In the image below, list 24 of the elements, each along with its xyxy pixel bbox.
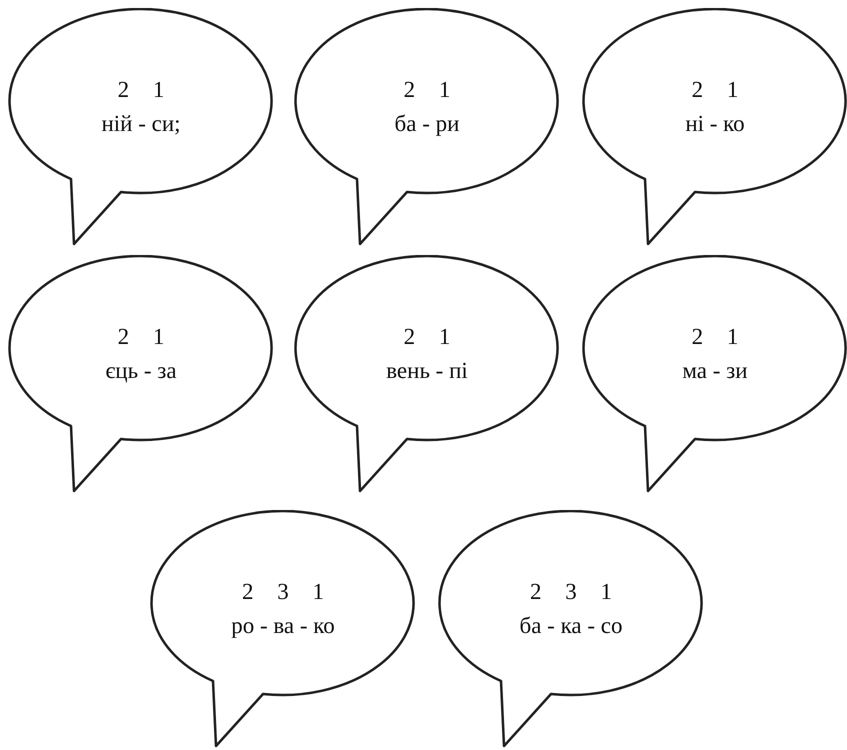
speech-bubble bbox=[292, 255, 562, 493]
speech-bubble bbox=[148, 510, 418, 748]
syllable-text: ні - ко bbox=[685, 110, 745, 138]
syllable-text: ба - ка - со bbox=[520, 612, 622, 640]
syllable-numbers: 2 1 bbox=[692, 323, 738, 351]
syllable-numbers: 2 1 bbox=[118, 323, 164, 351]
syllable-numbers: 2 1 bbox=[404, 323, 450, 351]
syllable-numbers: 2 1 bbox=[692, 76, 738, 104]
speech-bubble bbox=[292, 8, 562, 246]
syllable-text: ма - зи bbox=[682, 357, 748, 385]
syllable-text: ба - ри bbox=[394, 110, 460, 138]
speech-bubble bbox=[6, 8, 276, 246]
syllable-text: єць - за bbox=[105, 357, 177, 385]
syllable-text: вень - пі bbox=[386, 357, 468, 385]
speech-bubble bbox=[6, 255, 276, 493]
syllable-numbers: 2 1 bbox=[118, 76, 164, 104]
syllable-numbers: 2 3 1 bbox=[242, 578, 324, 606]
syllable-text: ро - ва - ко bbox=[231, 612, 335, 640]
speech-bubble bbox=[580, 8, 847, 246]
syllable-numbers: 2 3 1 bbox=[530, 578, 612, 606]
syllable-text: ній - си; bbox=[101, 110, 181, 138]
speech-bubble bbox=[436, 510, 706, 748]
speech-bubble bbox=[580, 255, 847, 493]
syllable-numbers: 2 1 bbox=[404, 76, 450, 104]
